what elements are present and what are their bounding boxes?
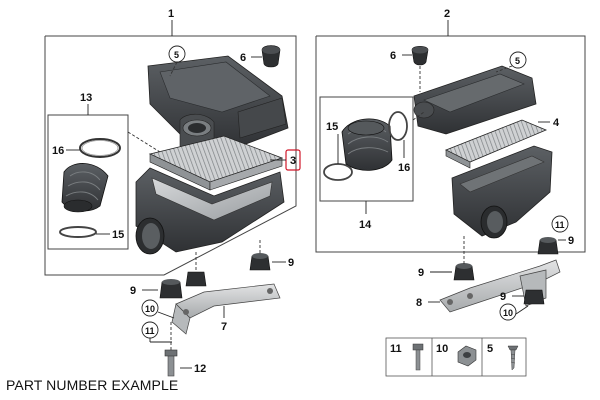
- leader-10-left: [157, 311, 175, 319]
- nut-icon: [457, 345, 477, 367]
- callout-6-right[interactable]: 6: [390, 50, 396, 62]
- subassembly-14-frame: [319, 96, 414, 202]
- callout-16-right[interactable]: 16: [398, 162, 410, 174]
- caption: PART NUMBER EXAMPLE: [6, 377, 179, 393]
- leader-10-right: [515, 305, 529, 315]
- callout-circle-11-right: [551, 215, 569, 233]
- legend-label-5[interactable]: 5: [487, 343, 493, 355]
- callout-3[interactable]: 3: [290, 155, 296, 167]
- callout-9-right-a[interactable]: 9: [568, 235, 574, 247]
- assembly-left-frame: [44, 35, 297, 276]
- callout-9-right-b[interactable]: 9: [418, 267, 424, 279]
- intake-boot-right: [341, 118, 393, 171]
- callout-9-left-a[interactable]: 9: [288, 257, 294, 269]
- callout-11-left[interactable]: 11: [145, 326, 155, 336]
- callout-13[interactable]: 13: [80, 92, 92, 104]
- rubber-cap-left: [261, 45, 281, 68]
- dash-5-right: [495, 65, 513, 73]
- callout-circle-10-right: [499, 303, 517, 321]
- assembly-left: 1: [44, 8, 301, 377]
- callout-7[interactable]: 7: [221, 321, 227, 333]
- callout-9-right-c[interactable]: 9: [500, 291, 506, 303]
- rubber-mount-left-b: [159, 279, 183, 299]
- rubber-mount-left-a: [249, 253, 271, 271]
- legend-frame: [385, 337, 527, 377]
- rubber-cap-right: [411, 45, 429, 66]
- filter-element-left: [148, 135, 284, 191]
- bolt-icon: [412, 343, 424, 371]
- clamp-band-left: [59, 226, 97, 238]
- screw-icon: [507, 345, 519, 371]
- callout-circle-5-right: [509, 51, 527, 69]
- intake-boot-left: [61, 163, 109, 213]
- callout-11-right[interactable]: 11: [555, 220, 565, 230]
- legend-label-10[interactable]: 10: [436, 343, 448, 355]
- callout-10-right[interactable]: 10: [503, 308, 513, 318]
- clamp-ring-right-b: [388, 111, 408, 141]
- callout-10-left[interactable]: 10: [145, 304, 155, 314]
- lower-housing-left: [135, 167, 285, 255]
- callout-5-right[interactable]: 5: [515, 56, 520, 66]
- fastener-legend: 11 10 5: [385, 337, 527, 377]
- callout-5-left[interactable]: 5: [174, 50, 179, 60]
- bolt-12: [164, 349, 178, 377]
- callout-6-left[interactable]: 6: [240, 52, 246, 64]
- callout-assembly-2[interactable]: 2: [444, 8, 450, 20]
- dash-5-left: [169, 61, 178, 77]
- filter-element-right: [445, 119, 548, 169]
- callout-8[interactable]: 8: [416, 297, 422, 309]
- rubber-mount-left-c: [185, 271, 207, 287]
- rubber-mount-right-c: [523, 289, 545, 305]
- legend-label-11[interactable]: 11: [390, 343, 402, 355]
- dash-14-link: [412, 111, 425, 121]
- lower-housing-right: [451, 145, 553, 239]
- callout-assembly-1[interactable]: 1: [168, 8, 174, 20]
- callout-15-right[interactable]: 15: [326, 121, 338, 133]
- callout-12[interactable]: 12: [194, 363, 206, 375]
- upper-housing-left: [147, 55, 289, 151]
- dash-13-link: [127, 131, 161, 153]
- assembly-right: 2 6 5 4: [315, 8, 586, 321]
- callout-16-left[interactable]: 16: [52, 145, 64, 157]
- assembly-right-frame: [315, 35, 586, 253]
- callout-15-left[interactable]: 15: [112, 229, 124, 241]
- upper-housing-right: [413, 65, 537, 135]
- callout-4[interactable]: 4: [553, 117, 560, 129]
- mounting-bracket-left: [171, 283, 281, 335]
- rubber-mount-right-a: [537, 237, 559, 255]
- callout-9-left-b[interactable]: 9: [130, 285, 136, 297]
- rubber-mount-right-b: [453, 263, 475, 281]
- callout-14[interactable]: 14: [359, 219, 372, 231]
- clamp-ring-left: [79, 138, 121, 158]
- clamp-ring-right-a: [323, 163, 353, 181]
- callout-circle-10-left: [141, 299, 159, 317]
